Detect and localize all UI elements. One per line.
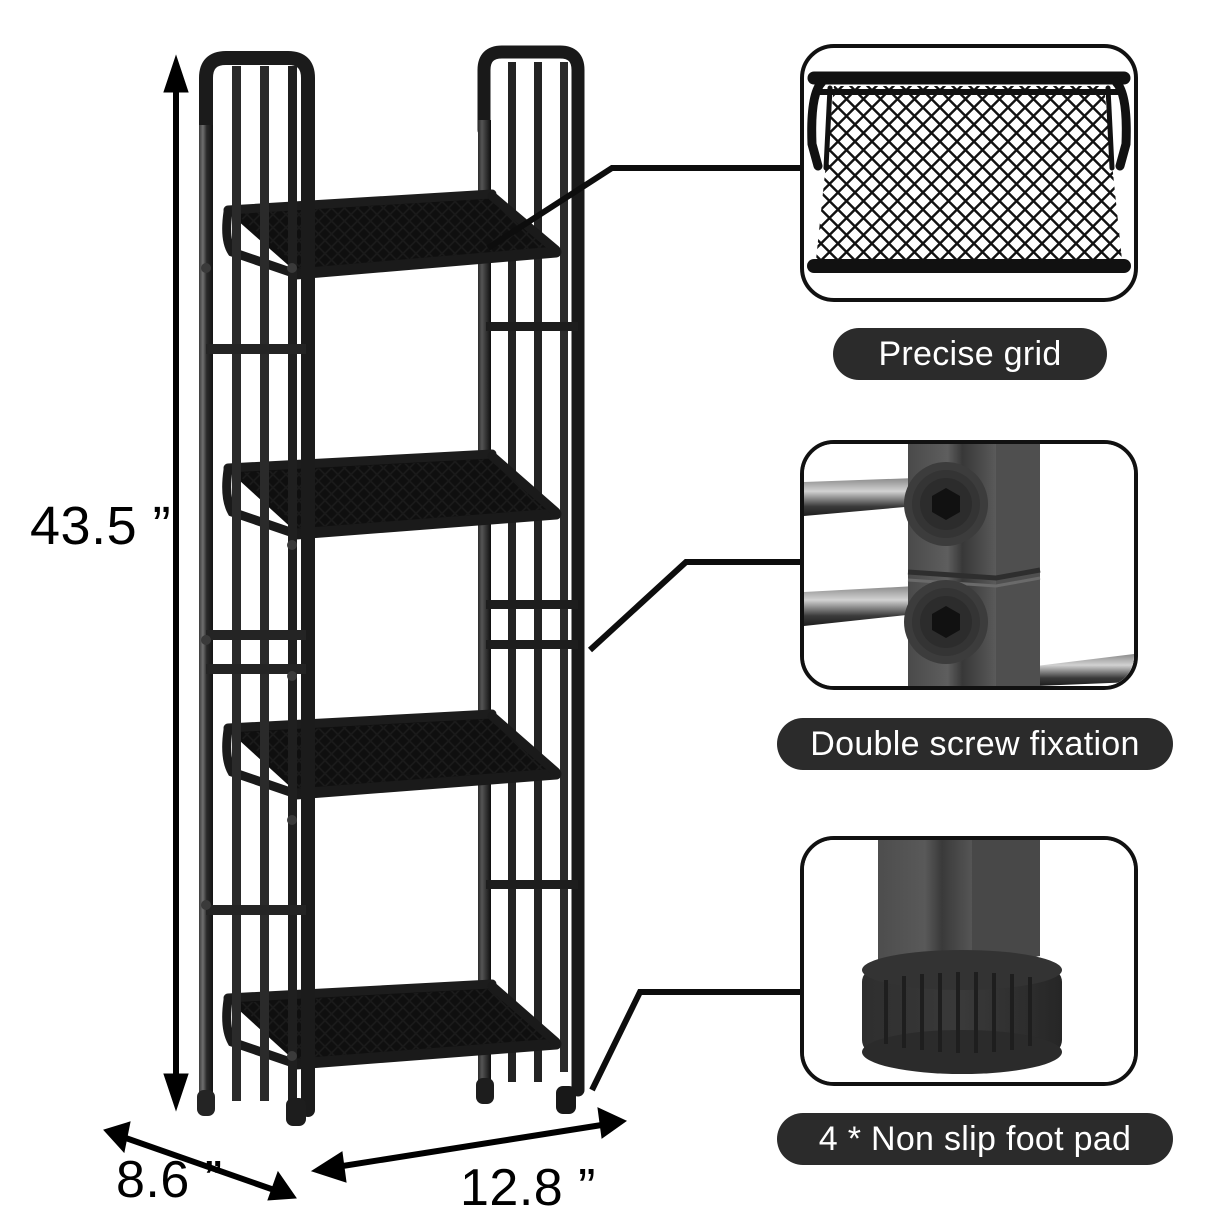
foot-pad-closeup — [804, 840, 1134, 1082]
double-screw-closeup — [804, 444, 1134, 686]
rack-feet — [197, 1078, 576, 1126]
leader-line-precise-grid — [486, 165, 800, 251]
leader-line-double-screw — [587, 559, 800, 653]
leader-line-foot-pad — [589, 989, 800, 1092]
shelf-tier-2 — [222, 449, 562, 540]
precise-grid-closeup — [807, 71, 1131, 273]
foot-rear-left — [476, 1078, 494, 1104]
callout-panel-double-screw — [800, 440, 1138, 690]
dimension-label-height: 43.5 ” — [30, 496, 172, 556]
dimension-arrow-width — [310, 1107, 627, 1183]
callout-label-double-screw: Double screw fixation — [777, 718, 1173, 770]
callout-leader-lines — [486, 165, 800, 1092]
shelf-tier-4 — [222, 979, 562, 1070]
foot-rear-right — [556, 1086, 576, 1114]
rack-rear-side-frame — [477, 45, 585, 1097]
callout-label-text: Double screw fixation — [810, 724, 1140, 763]
dimension-label-depth: 8.6 ” — [116, 1151, 223, 1209]
dimension-arrow-depth — [103, 1121, 297, 1201]
callout-label-text: 4 * Non slip foot pad — [818, 1119, 1132, 1158]
hex-screw-upper — [904, 462, 988, 546]
hex-screw-lower — [904, 580, 988, 664]
dimension-label-width: 12.8 ” — [460, 1159, 596, 1217]
callout-label-precise-grid: Precise grid — [833, 328, 1107, 380]
dimension-arrows — [103, 54, 627, 1201]
foot-front-left — [197, 1090, 215, 1116]
shelf-tier-3 — [222, 709, 562, 800]
callout-panel-precise-grid — [800, 44, 1138, 302]
callout-label-foot-pad: 4 * Non slip foot pad — [777, 1113, 1173, 1165]
rack-front-side-frame — [199, 51, 315, 1117]
foot-front-right — [286, 1098, 306, 1126]
callout-panel-foot-pad — [800, 836, 1138, 1086]
callout-label-text: Precise grid — [878, 334, 1062, 373]
non-slip-pad — [862, 950, 1062, 1074]
dimension-arrow-height — [163, 54, 189, 1112]
